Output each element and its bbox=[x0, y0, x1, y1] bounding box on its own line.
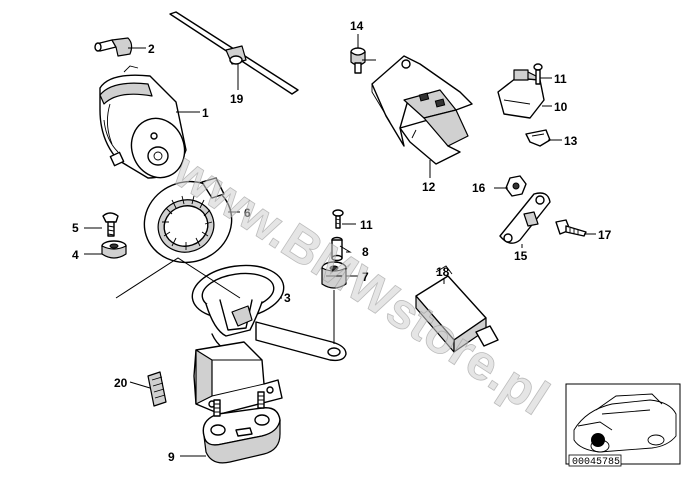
part-2-connector bbox=[94, 37, 133, 57]
part-15-bracket-plate bbox=[499, 192, 551, 244]
callouts: 2 1 19 6 5 4 3 20 9 14 12 11 10 13 16 17… bbox=[72, 19, 612, 464]
part-19-cable-strap bbox=[169, 11, 299, 95]
callout-2: 2 bbox=[148, 42, 155, 56]
callout-15: 15 bbox=[514, 249, 528, 263]
callout-3: 3 bbox=[284, 291, 291, 305]
part-6-gear-ring bbox=[143, 177, 233, 264]
callout-4: 4 bbox=[72, 248, 79, 262]
callout-9: 9 bbox=[168, 450, 175, 464]
part-11-screw-mid bbox=[332, 209, 344, 229]
part-18-sensor bbox=[415, 265, 499, 353]
callout-11-mid: 11 bbox=[360, 218, 373, 232]
part-8-sleeve bbox=[331, 236, 343, 262]
car-location-inset: 00045785 bbox=[565, 383, 681, 468]
part-12-bracket bbox=[371, 55, 473, 165]
part-4-rubber-mount bbox=[101, 240, 127, 259]
reference-number: 00045785 bbox=[572, 457, 620, 468]
part-10-module bbox=[497, 69, 545, 119]
callout-5: 5 bbox=[72, 221, 79, 235]
part-16-nut bbox=[505, 175, 527, 197]
callout-18: 18 bbox=[436, 265, 450, 279]
callout-7: 7 bbox=[362, 270, 369, 284]
leader-lines bbox=[84, 34, 596, 457]
callout-1: 1 bbox=[202, 106, 209, 120]
lower-bracket bbox=[193, 341, 283, 415]
callout-20: 20 bbox=[114, 376, 128, 390]
part-3-holder bbox=[191, 264, 347, 362]
part-7-grommet bbox=[321, 261, 347, 289]
callout-8: 8 bbox=[362, 245, 369, 259]
part-17-screw bbox=[555, 219, 587, 237]
callout-11-top: 11 bbox=[554, 72, 567, 86]
callout-6: 6 bbox=[244, 206, 251, 220]
callout-19: 19 bbox=[230, 92, 244, 106]
part-1-motor bbox=[99, 65, 187, 179]
callout-17: 17 bbox=[598, 228, 612, 242]
location-marker-icon bbox=[591, 433, 605, 447]
part-20-clip bbox=[147, 371, 167, 407]
callout-12: 12 bbox=[422, 180, 436, 194]
part-5-bolt bbox=[102, 212, 119, 237]
callout-16: 16 bbox=[472, 181, 486, 195]
callout-10: 10 bbox=[554, 100, 568, 114]
callout-14: 14 bbox=[350, 19, 364, 33]
part-13-clip-nut bbox=[525, 129, 551, 147]
part-9-link-plate bbox=[202, 391, 281, 464]
callout-13: 13 bbox=[564, 134, 578, 148]
part-14-bolt bbox=[350, 47, 366, 74]
part-11-screw-top bbox=[533, 63, 543, 85]
